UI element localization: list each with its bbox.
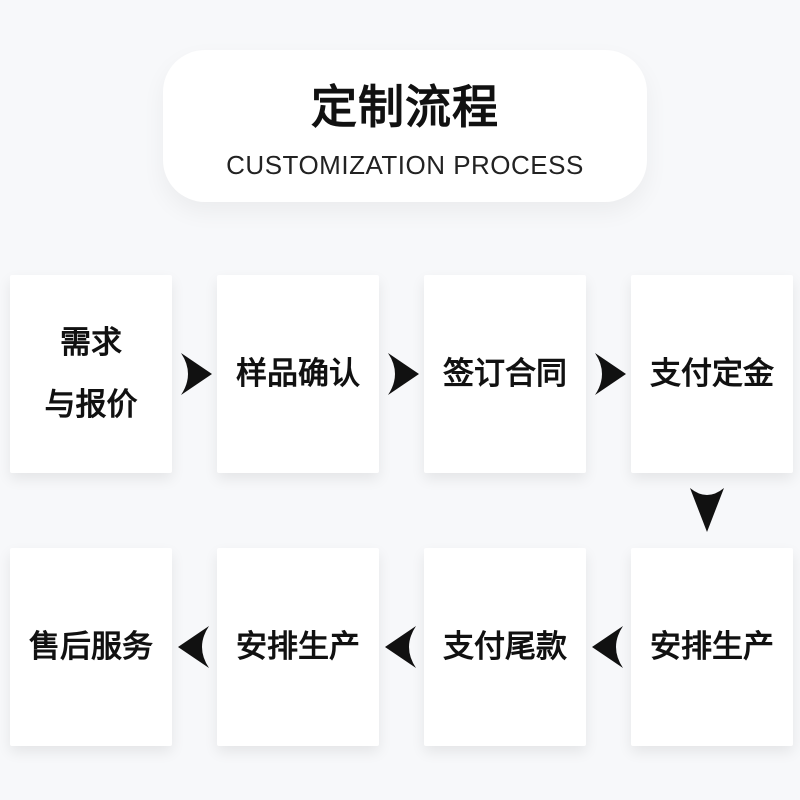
page-title: 定制流程 <box>311 81 499 133</box>
step-box-after-sales-service: 售后服务 <box>10 548 172 746</box>
right-arrow-icon <box>595 353 626 395</box>
left-arrow-icon <box>592 626 623 668</box>
step-box-sample-confirmation: 样品确认 <box>217 275 379 473</box>
step-label-line: 样品确认 <box>236 356 360 391</box>
step-label-line: 安排生产 <box>650 629 774 664</box>
arrow-glyph <box>592 626 623 668</box>
step-label-line: 安排生产 <box>236 629 360 664</box>
step-box-arrange-production: 安排生产 <box>631 548 793 746</box>
step-box-sign-contract: 签订合同 <box>424 275 586 473</box>
header-card: 定制流程 CUSTOMIZATION PROCESS <box>163 50 647 202</box>
step-label: 样品确认 <box>236 343 360 405</box>
arrow-glyph <box>595 353 626 395</box>
step-label: 支付定金 <box>650 343 774 405</box>
step-label-line: 需求 <box>60 325 122 360</box>
step-box-arrange-production-2: 安排生产 <box>217 548 379 746</box>
step-label: 售后服务 <box>29 616 153 678</box>
step-label: 安排生产 <box>650 616 774 678</box>
step-label: 需求 与报价 <box>45 312 138 436</box>
step-label: 签订合同 <box>443 343 567 405</box>
step-box-pay-balance: 支付尾款 <box>424 548 586 746</box>
right-arrow-icon <box>388 353 419 395</box>
arrow-glyph <box>388 353 419 395</box>
step-box-pay-deposit: 支付定金 <box>631 275 793 473</box>
arrow-glyph <box>385 626 416 668</box>
down-arrow-icon <box>690 488 724 532</box>
left-arrow-icon <box>385 626 416 668</box>
right-arrow-icon <box>181 353 212 395</box>
step-label-line: 与报价 <box>44 387 138 422</box>
step-label-line: 支付尾款 <box>443 629 567 664</box>
step-label-line: 支付定金 <box>650 356 774 391</box>
step-label-line: 售后服务 <box>29 629 153 664</box>
step-label: 安排生产 <box>236 616 360 678</box>
step-label-line: 签订合同 <box>443 356 567 391</box>
arrow-glyph <box>690 488 724 532</box>
step-box-requirements-and-quote: 需求 与报价 <box>10 275 172 473</box>
left-arrow-icon <box>178 626 209 668</box>
arrow-glyph <box>181 353 212 395</box>
arrow-glyph <box>178 626 209 668</box>
step-label: 支付尾款 <box>443 616 567 678</box>
page-subtitle: CUSTOMIZATION PROCESS <box>226 150 584 180</box>
